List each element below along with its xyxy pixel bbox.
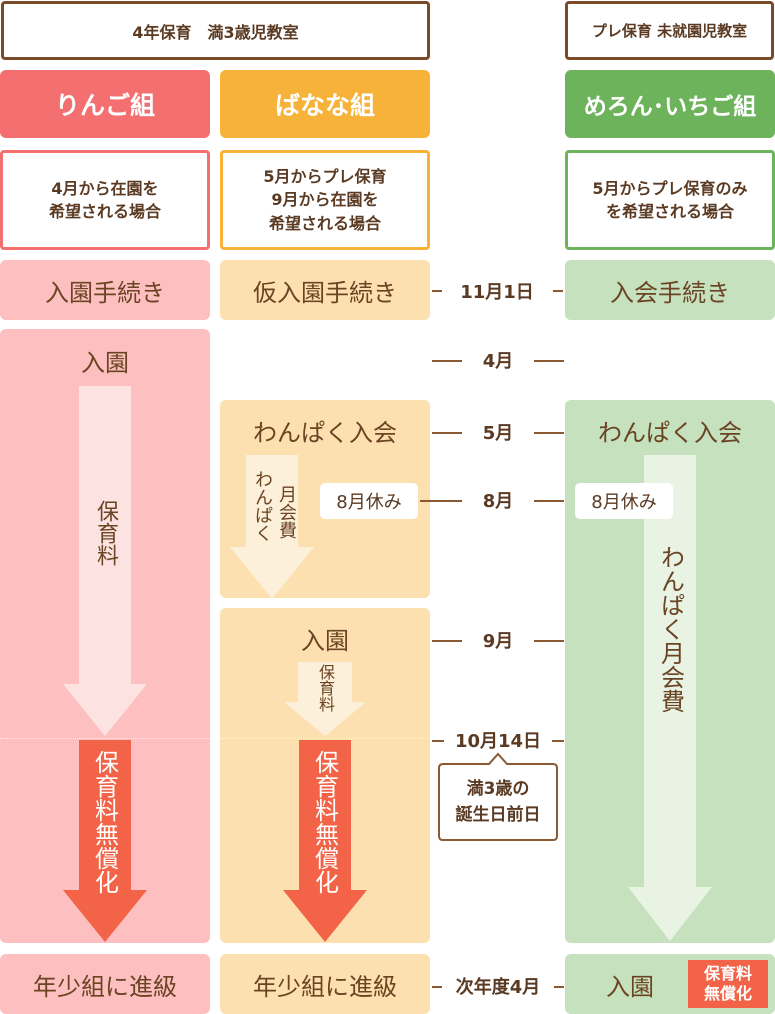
header-left-label: 4年保育 満3歳児教室	[132, 22, 299, 42]
timeline-connector	[420, 500, 462, 502]
procedure-melon: 入会手続き	[565, 260, 775, 320]
banana-procedure-text: 仮入園手続き	[253, 278, 397, 307]
melon-monthly-arrow	[628, 455, 712, 941]
ringo-condition-text: 4月から在園を 希望される場合	[48, 178, 161, 221]
ringo-fee-arrow	[63, 386, 147, 736]
date-oct-14: 10月14日	[454, 731, 542, 752]
free-tuition-badge: 保育料 無償化	[688, 960, 768, 1008]
timeline-connector	[432, 640, 462, 642]
column-title-banana: ばなな組	[220, 70, 430, 138]
timeline-connector	[534, 500, 564, 502]
timeline-connector	[534, 360, 564, 362]
column-title-ringo: りんご組	[0, 70, 210, 138]
condition-banana: 5月からプレ保育 9月から在園を 希望される場合	[220, 150, 430, 250]
timeline-connector	[432, 740, 444, 742]
promotion-banana: 年少組に進級	[220, 954, 430, 1014]
column-title-melon: めろん･いちご組	[565, 70, 775, 138]
banana-condition-text: 5月からプレ保育 9月から在園を 希望される場合	[263, 167, 387, 233]
ringo-fee-text: 保育料	[93, 500, 118, 566]
banana-fee-text: 保育料	[316, 664, 335, 712]
timeline-connector	[534, 640, 564, 642]
banana-title-text: ばなな組	[274, 91, 375, 120]
header-full-time-class: 4年保育 満3歳児教室	[1, 1, 430, 60]
date-next-april: 次年度4月	[455, 977, 541, 998]
date-august: 8月	[482, 491, 514, 512]
melon-join-label: わんぱく入会	[598, 418, 742, 447]
condition-ringo: 4月から在園を 希望される場合	[0, 150, 210, 250]
ringo-enroll-label: 入園	[81, 348, 129, 377]
melon-enroll-label: 入園	[606, 972, 654, 1001]
melon-condition-text: 5月からプレ保育のみ を希望される場合	[592, 178, 748, 221]
birthday-note: 満3歳の 誕生日前日	[455, 778, 541, 825]
melon-monthly-text: わんぱく月会費	[656, 545, 685, 713]
melon-procedure-text: 入会手続き	[610, 278, 730, 307]
banana-divider	[220, 738, 430, 739]
date-september: 9月	[482, 631, 514, 652]
birthday-callout-frame	[438, 752, 558, 841]
header-right-label: プレ保育 未就園児教室	[591, 22, 748, 40]
banana-monthly-arrow	[230, 455, 314, 599]
banana-monthly-text-a: 月会費	[276, 485, 297, 539]
timeline-connector	[553, 290, 563, 292]
timeline-connector	[432, 290, 442, 292]
date-april: 4月	[482, 351, 514, 372]
banana-join-label: わんぱく入会	[253, 418, 397, 447]
banana-enroll-label: 入園	[301, 626, 349, 655]
timeline-connector	[432, 432, 462, 434]
date-nov-1: 11月1日	[460, 282, 534, 303]
banana-summer-break: 8月休み	[320, 483, 418, 519]
procedure-ringo: 入園手続き	[0, 260, 210, 320]
date-may: 5月	[482, 423, 514, 444]
condition-melon: 5月からプレ保育のみ を希望される場合	[565, 150, 775, 250]
timeline-connector	[534, 432, 564, 434]
procedure-banana: 仮入園手続き	[220, 260, 430, 320]
ringo-free-text: 保育料無償化	[90, 750, 119, 894]
timeline-connector	[432, 986, 442, 988]
timeline-connector	[552, 740, 564, 742]
banana-fee-arrow	[284, 662, 366, 736]
timeline-connector	[554, 986, 564, 988]
ringo-divider	[0, 738, 210, 739]
ringo-promotion-text: 年少組に進級	[33, 972, 177, 1001]
melon-summer-break: 8月休み	[575, 483, 673, 519]
banana-promotion-text: 年少組に進級	[253, 972, 397, 1001]
ringo-free-arrow	[63, 740, 147, 942]
timeline-connector	[432, 360, 462, 362]
banana-free-arrow	[283, 740, 367, 942]
ringo-procedure-text: 入園手続き	[45, 278, 165, 307]
melon-title-text: めろん･いちご組	[583, 94, 757, 120]
badge-line-2: 無償化	[703, 984, 752, 1003]
promotion-ringo: 年少組に進級	[0, 954, 210, 1014]
ringo-title-text: りんご組	[54, 91, 155, 120]
banana-monthly-text-b: わんぱく	[252, 470, 273, 542]
badge-line-1: 保育料	[703, 964, 752, 983]
header-pre-school-class: プレ保育 未就園児教室	[565, 1, 774, 60]
banana-free-text: 保育料無償化	[310, 750, 339, 894]
